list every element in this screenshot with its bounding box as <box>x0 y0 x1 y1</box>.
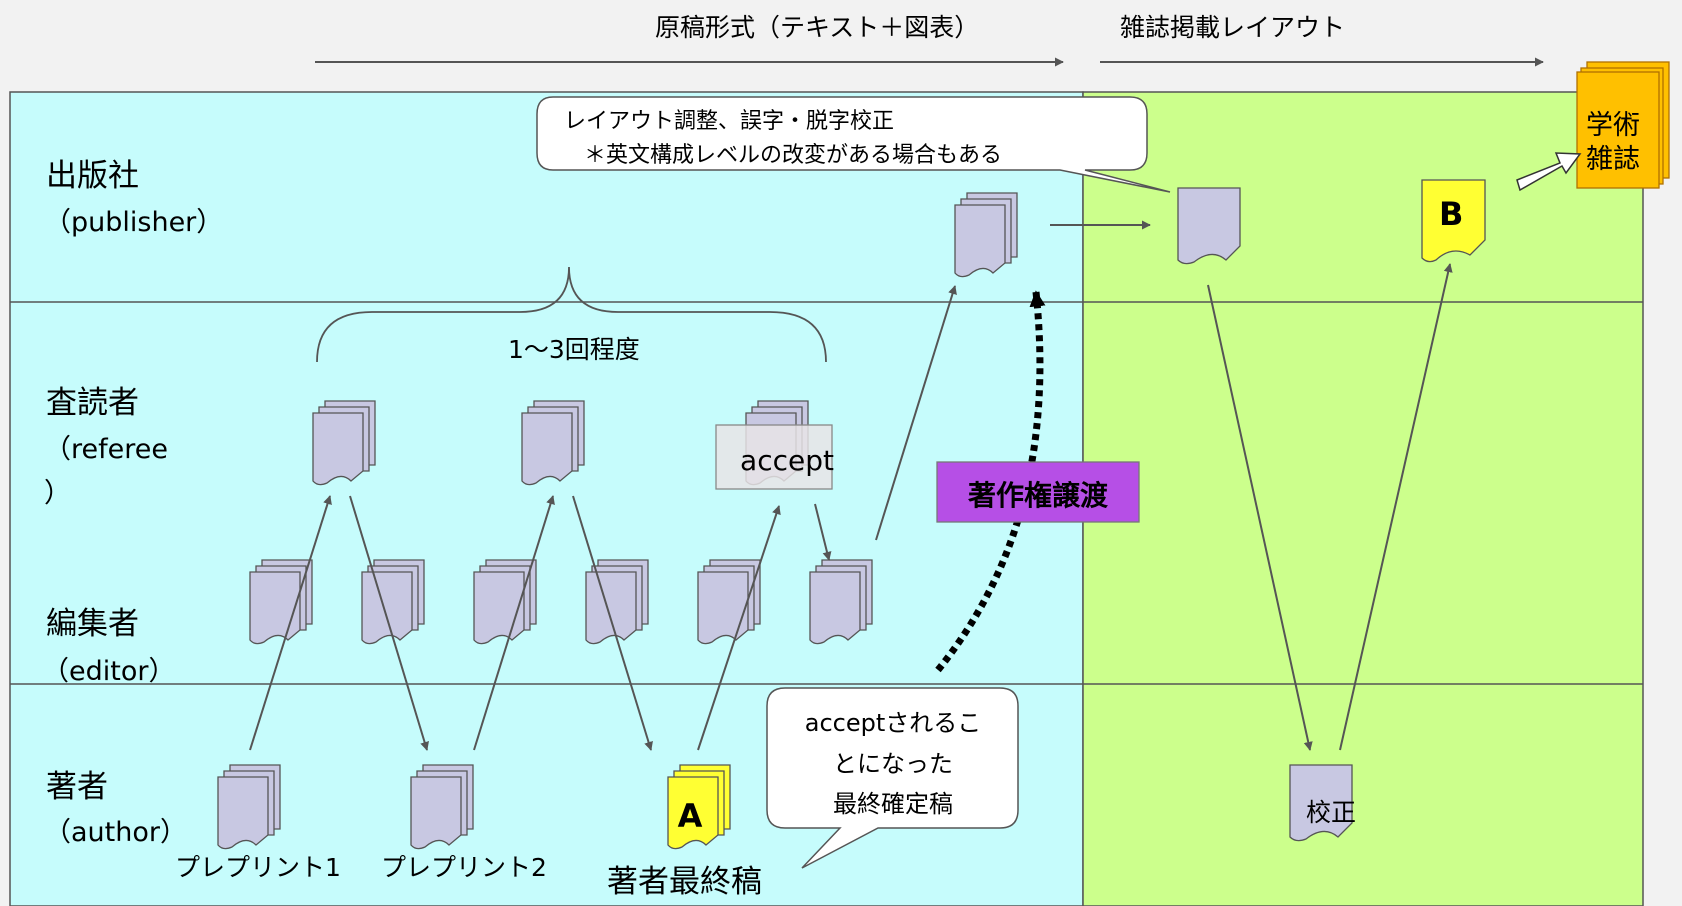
publisher-note-line1: レイアウト調整、誤字・脱字校正 <box>564 109 894 134</box>
role-publisher: 出版社 <box>46 158 139 194</box>
role-referee-en: （referee <box>44 434 168 465</box>
publisher-note-callout <box>536 96 1171 193</box>
layout-zone <box>1082 91 1644 906</box>
to-journal-arrow <box>1516 152 1582 192</box>
role-referee-en-close: ） <box>44 478 71 509</box>
layout-phase-label: 雑誌掲載レイアウト <box>1120 13 1345 42</box>
role-editor-en: （editor） <box>42 656 175 687</box>
accept-note-callout <box>766 687 1019 869</box>
accept-label: accept <box>740 444 834 477</box>
copyright-transfer-box <box>936 461 1140 523</box>
role-editor: 編集者 <box>46 606 139 642</box>
marker-b: B <box>1439 195 1463 233</box>
proof-label: 校正 <box>1306 798 1356 827</box>
marker-a: A <box>678 797 703 835</box>
preprint1-label: プレプリント1 <box>175 853 341 882</box>
author-final-label: 著者最終稿 <box>607 864 762 900</box>
publisher-note-line2: ＊英文構成レベルの改変がある場合もある <box>584 143 1002 168</box>
manuscript-phase-label: 原稿形式（テキスト＋図表） <box>655 13 979 42</box>
accept-stamp <box>715 424 833 490</box>
accept-note-line2: とになった <box>833 750 953 778</box>
review-rounds-brace <box>316 266 827 363</box>
preprint2-label: プレプリント2 <box>381 853 547 882</box>
review-flow-arrows <box>249 220 1453 751</box>
journal-stack <box>1576 61 1670 189</box>
accept-note-line1: acceptされるこ <box>805 709 982 737</box>
proof-result-doc-b <box>1421 179 1486 263</box>
publisher-layout-doc <box>1177 187 1241 265</box>
role-author: 著者 <box>46 769 108 805</box>
journal-label-1: 学術 <box>1586 110 1640 141</box>
copyright-transfer-label: 著作権譲渡 <box>967 479 1109 512</box>
accept-note-line3: 最終確定稿 <box>833 790 953 818</box>
role-author-en: （author） <box>44 817 187 848</box>
review-rounds-label: 1～3回程度 <box>508 335 640 364</box>
journal-label-2: 雑誌 <box>1586 144 1640 175</box>
role-referee: 査読者 <box>46 385 139 421</box>
role-publisher-en: （publisher） <box>44 207 223 238</box>
